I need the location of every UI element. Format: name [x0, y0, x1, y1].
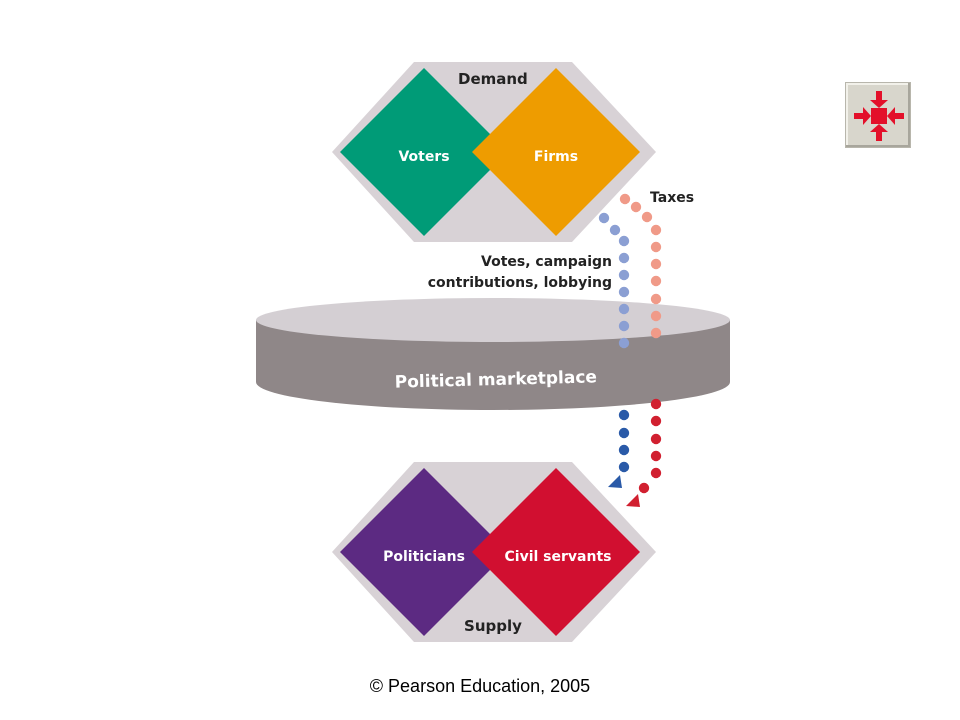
votes-flow-dot	[618, 235, 630, 247]
votes-label-line2: contributions, lobbying	[428, 275, 612, 291]
taxes-flow-dot	[650, 415, 662, 427]
taxes-label: Taxes	[650, 190, 694, 206]
taxes-arrowhead	[626, 494, 640, 507]
supply-label: Supply	[464, 617, 522, 635]
politicians-diamond	[340, 468, 508, 636]
taxes-flow-dot	[650, 293, 662, 305]
votes-arrowhead	[608, 475, 622, 488]
votes-flow-dot	[618, 444, 630, 456]
civil-servants-label: Civil servants	[505, 549, 612, 565]
taxes-flow-dot	[650, 258, 662, 270]
votes-flow-dot	[618, 286, 630, 298]
votes-flow-dot	[609, 224, 621, 236]
taxes-flow-dot	[650, 467, 662, 479]
taxes-flow-dot	[638, 482, 650, 494]
votes-flow-dot	[618, 461, 630, 473]
voters-label: Voters	[398, 149, 449, 165]
votes-flow-dot	[618, 252, 630, 264]
votes-flow-dot	[618, 320, 630, 332]
shrink-arrows-icon	[854, 91, 904, 141]
shrink-view-button[interactable]	[845, 82, 911, 148]
taxes-flow-dots	[619, 193, 662, 494]
votes-flow-dot	[618, 303, 630, 315]
marketplace-ring-top	[256, 298, 730, 342]
taxes-flow-dot	[641, 211, 653, 223]
demand-label: Demand	[458, 70, 528, 88]
taxes-flow-dot	[630, 201, 642, 213]
firms-label: Firms	[534, 149, 578, 165]
taxes-flow-dot	[619, 193, 631, 205]
votes-flow-dots	[598, 212, 630, 473]
taxes-flow-dot	[650, 241, 662, 253]
votes-flow-dot	[618, 269, 630, 281]
taxes-flow-dot	[650, 327, 662, 339]
civil-servants-diamond	[472, 468, 640, 636]
taxes-flow-dot	[650, 398, 662, 410]
voters-diamond	[340, 68, 508, 236]
taxes-flow-dot	[650, 275, 662, 287]
taxes-flow-dot	[650, 224, 662, 236]
copyright-footer: © Pearson Education, 2005	[369, 676, 591, 696]
taxes-flow-dot	[650, 450, 662, 462]
votes-flow-dot	[618, 337, 630, 349]
votes-flow-dot	[618, 409, 630, 421]
taxes-flow-dot	[650, 433, 662, 445]
marketplace-ring-band	[256, 320, 730, 410]
politicians-label: Politicians	[383, 549, 465, 565]
taxes-flow-dot	[650, 310, 662, 322]
votes-flow-dot	[598, 212, 610, 224]
votes-flow-dot	[618, 427, 630, 439]
firms-diamond	[472, 68, 640, 236]
votes-label-line1: Votes, campaign	[481, 254, 612, 270]
